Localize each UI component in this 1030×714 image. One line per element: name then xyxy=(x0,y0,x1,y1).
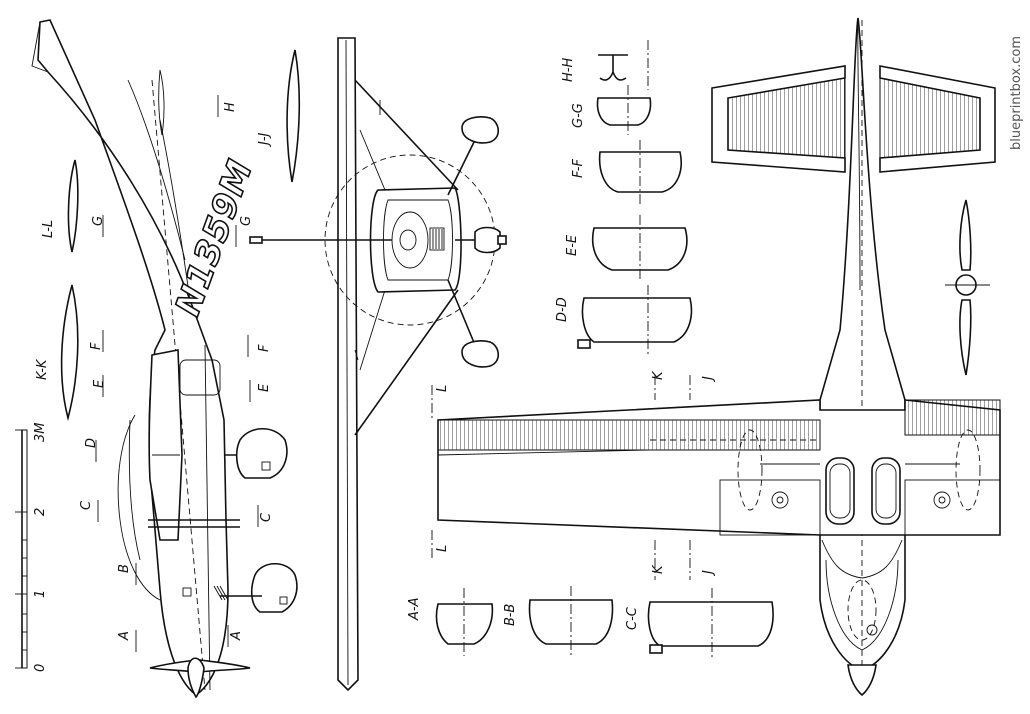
front-view-wing xyxy=(337,37,359,692)
marker-j-bottom: J xyxy=(701,570,716,577)
marker-e-right: E xyxy=(257,383,272,392)
marker-f-right: F xyxy=(257,344,272,352)
side-view-nose-wheel xyxy=(220,562,298,613)
marker-l-top: L xyxy=(435,385,450,392)
section-title-ee: E-E xyxy=(565,234,580,256)
marker-g-right: G xyxy=(239,216,254,226)
side-view-propeller xyxy=(149,657,251,699)
section-title-ll: L-L xyxy=(41,220,56,238)
scale-label-0: 0 xyxy=(33,664,48,672)
front-view-main-wheel-upper xyxy=(461,116,500,144)
top-view-window-left xyxy=(825,457,855,525)
marker-a-right: A xyxy=(229,631,244,641)
scale-bar: 0 1 2 3M xyxy=(15,423,48,672)
section-title-kk: K-K xyxy=(35,358,50,380)
marker-e-left: E xyxy=(92,379,107,388)
top-view xyxy=(431,17,1001,697)
side-view-windows xyxy=(148,349,183,541)
marker-l-bottom: L xyxy=(435,545,450,552)
front-view xyxy=(249,37,507,692)
section-title-bb: B-B xyxy=(503,604,518,626)
marker-d: D xyxy=(84,438,99,448)
front-view-nose-wheel xyxy=(474,226,501,254)
section-title-cc: C-C xyxy=(625,606,640,630)
marker-f-left: F xyxy=(89,342,104,350)
scale-label-2: 2 xyxy=(33,508,48,516)
side-view-main-wheel xyxy=(225,427,288,479)
section-title-gg: G-G xyxy=(571,103,586,128)
section-title-ff: F-F xyxy=(571,159,586,178)
watermark: blueprintbox.com xyxy=(1009,36,1024,150)
scale-label-1: 1 xyxy=(33,590,48,598)
section-title-dd: D-D xyxy=(555,297,570,322)
top-view-window-right xyxy=(871,457,901,525)
marker-b: B xyxy=(117,564,132,573)
section-title-aa: A-A xyxy=(407,598,422,621)
marker-a-left: A xyxy=(117,631,132,641)
marker-k-top: K xyxy=(651,370,666,380)
marker-g-left: G xyxy=(91,216,106,226)
airfoil-sections: L-L K-K J-J xyxy=(35,49,301,422)
marker-c-left: C xyxy=(79,500,94,510)
section-title-jj: J-J xyxy=(257,132,272,148)
marker-k-bottom: K xyxy=(651,564,666,574)
front-view-main-wheel-lower xyxy=(461,340,500,368)
marker-h: H xyxy=(223,102,238,112)
registration-marking: N1359M xyxy=(168,154,261,321)
section-title-hh: H-H xyxy=(561,58,576,82)
marker-j-top: J xyxy=(701,376,716,383)
fuselage-sections: H-H G-G F-F E-E D-D C-C B-B A-A xyxy=(407,40,774,660)
scale-label-3m: 3M xyxy=(33,423,48,443)
side-view-section-markers: A A B C C D E E F F G G H xyxy=(79,95,274,652)
marker-c-right: C xyxy=(259,512,274,522)
top-view-propeller xyxy=(945,199,990,376)
